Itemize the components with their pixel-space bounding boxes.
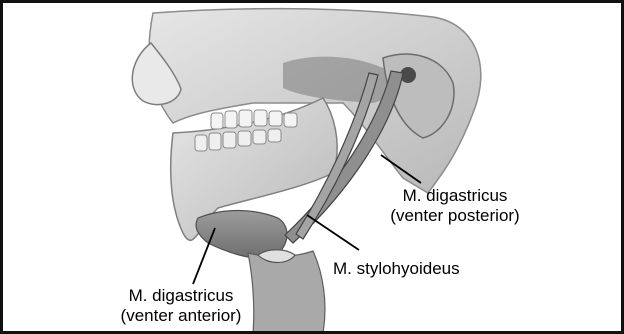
label-digastricus-anterior-line1: M. digastricus <box>97 286 265 306</box>
label-digastricus-posterior: M. digastricus (venter posterior) <box>369 186 541 226</box>
label-stylohyoideus: M. stylohyoideus <box>333 259 460 279</box>
label-digastricus-posterior-line2: (venter posterior) <box>369 206 541 226</box>
label-digastricus-anterior: M. digastricus (venter anterior) <box>97 286 265 326</box>
label-digastricus-anterior-line2: (venter anterior) <box>97 306 265 326</box>
jaw-muscle-illustration <box>3 3 621 331</box>
label-digastricus-posterior-line1: M. digastricus <box>369 186 541 206</box>
leader-line-stylohyoid <box>307 215 359 250</box>
label-stylohyoideus-line1: M. stylohyoideus <box>333 259 460 279</box>
